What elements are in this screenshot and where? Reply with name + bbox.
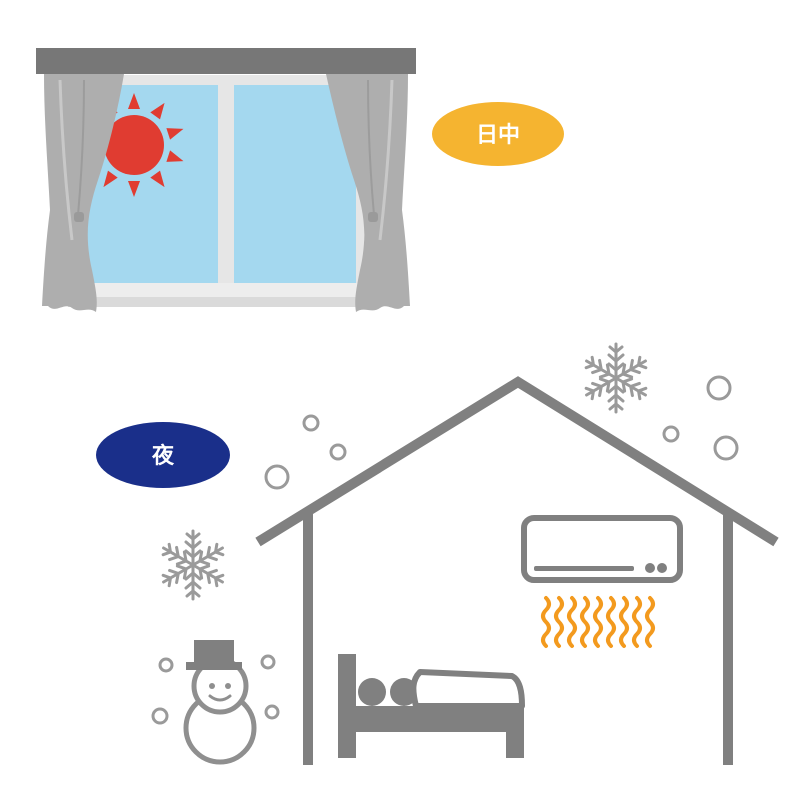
air-conditioner-icon: [521, 515, 683, 583]
curtain-left: [42, 74, 124, 312]
curtain-rod: [36, 48, 416, 74]
snowman-icon: [183, 640, 257, 765]
night-badge: 夜: [96, 422, 230, 488]
house-icon: [255, 376, 779, 765]
window-icon: [68, 75, 364, 307]
snow-dots: [151, 375, 739, 725]
daytime-badge: 日中: [432, 102, 564, 166]
bed-icon: [338, 654, 525, 758]
snowflake-icon: [583, 344, 649, 412]
curtain-right: [326, 74, 410, 312]
snowflake-icon: [160, 531, 226, 599]
daytime-label: 日中: [476, 123, 520, 148]
heat-waves-icon: [541, 596, 655, 648]
night-label: 夜: [151, 443, 175, 469]
